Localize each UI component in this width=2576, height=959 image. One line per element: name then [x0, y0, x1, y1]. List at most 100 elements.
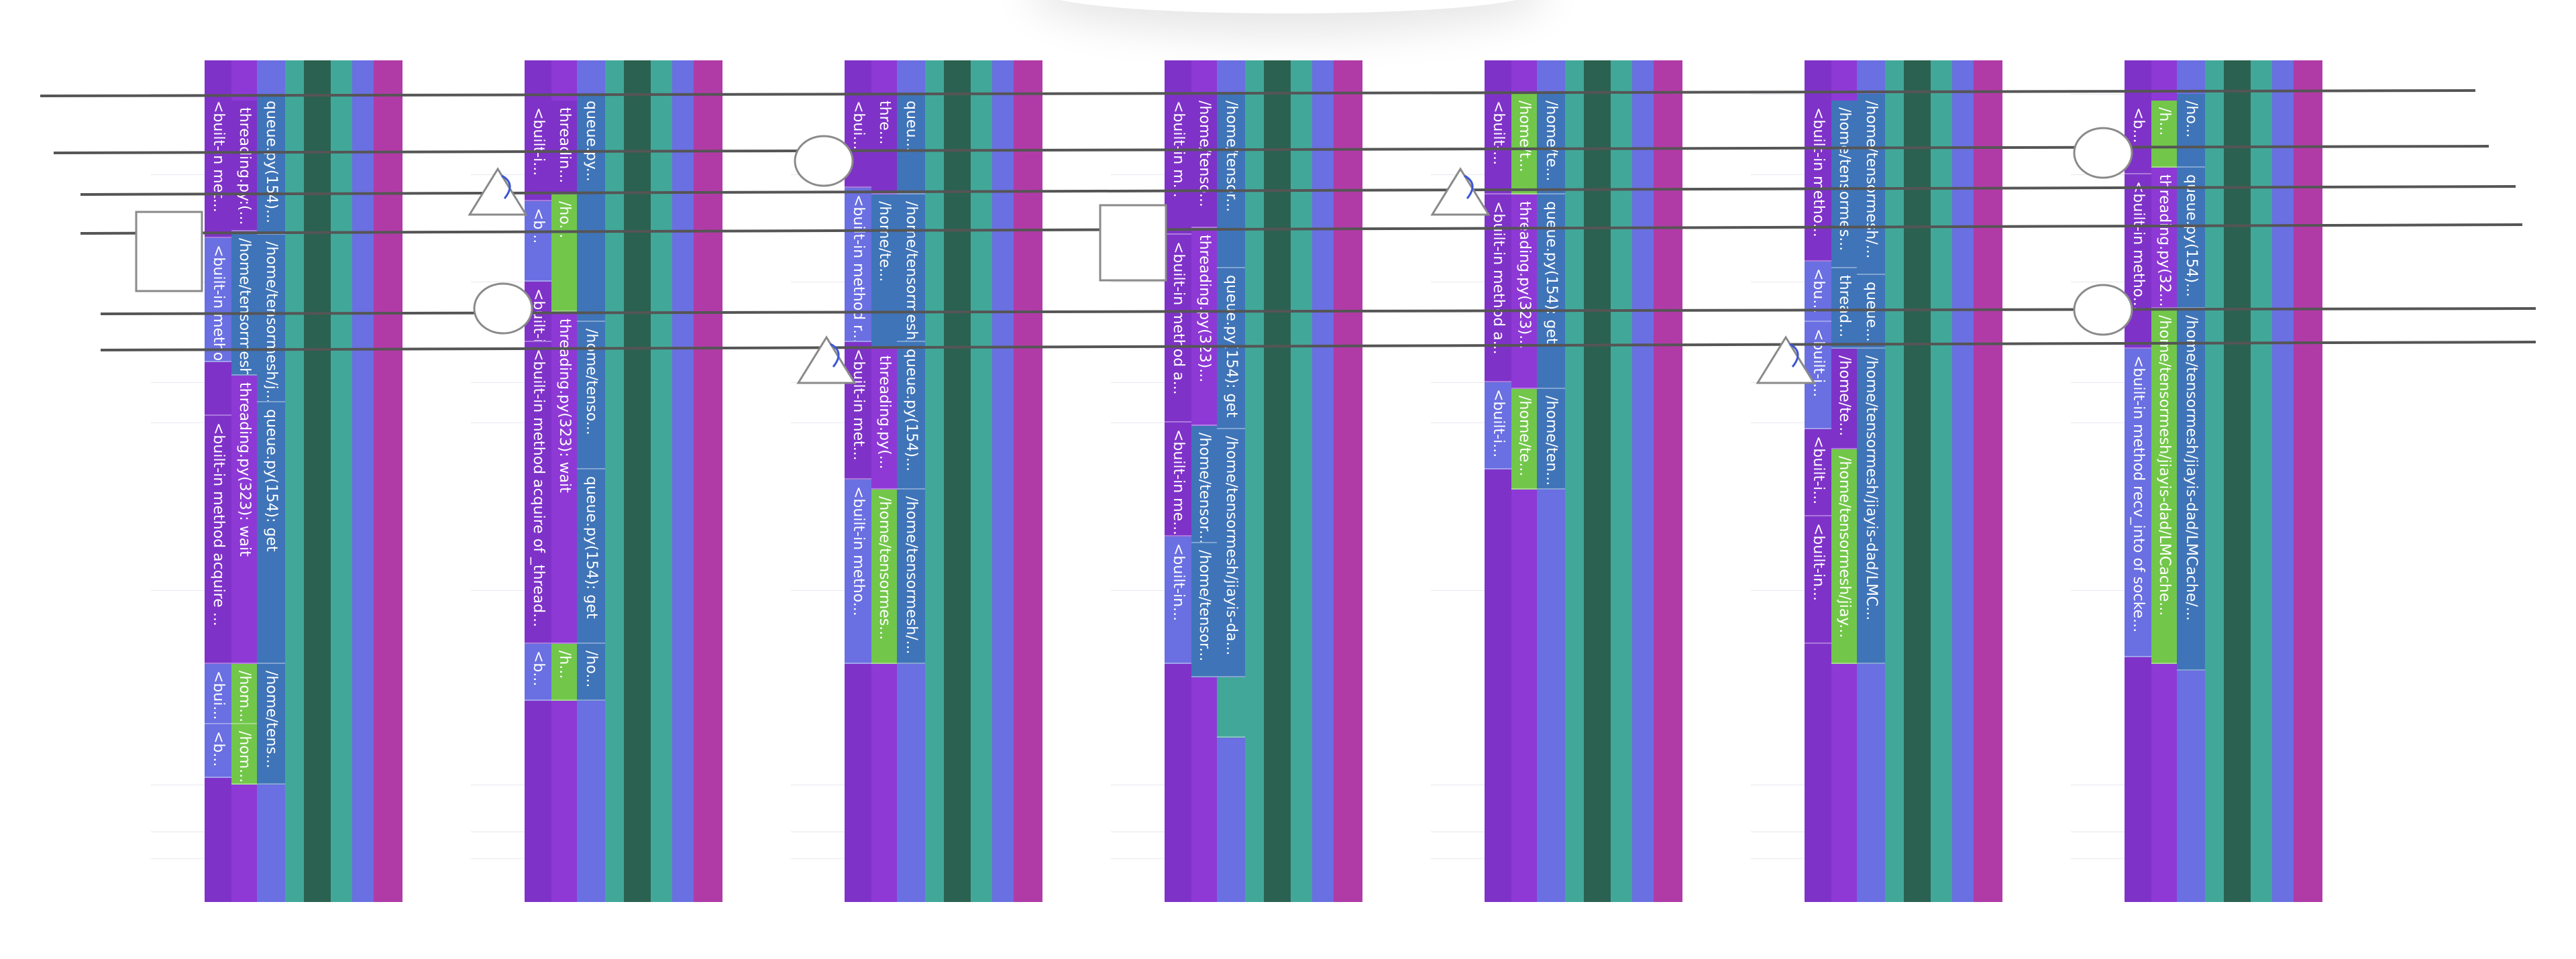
stack-frame[interactable]: /home/tensormesh/... — [231, 231, 257, 376]
guide-line — [1431, 422, 1491, 423]
stack-frame[interactable]: <built-in method r... — [845, 188, 871, 342]
stack-frame[interactable]: /ho... — [551, 194, 577, 312]
stack-frame[interactable]: /h... — [2151, 101, 2177, 168]
triangle-highlight — [1789, 343, 1799, 368]
stack-frame[interactable]: /home/tenso... — [577, 322, 605, 469]
stack-frame[interactable]: /home/ten... — [1537, 389, 1565, 490]
stack-frame[interactable]: <b... — [525, 644, 551, 701]
frame-stripe — [2272, 60, 2294, 902]
stack-frame[interactable]: /hom... — [231, 664, 257, 724]
stack-frame[interactable]: <built-in method ... — [205, 238, 231, 362]
stack-frame[interactable] — [1217, 677, 1245, 738]
frame-stripe — [651, 60, 672, 902]
stack-frame[interactable]: /hom... — [231, 724, 257, 785]
stack-frame[interactable]: queue.py(154): get — [1217, 268, 1245, 429]
stack-frame[interactable]: /home/tensormesh/jiay... — [1831, 449, 1857, 664]
stack-frame[interactable]: queu... — [897, 94, 925, 194]
guide-line — [151, 422, 211, 423]
stack-frame[interactable]: <built-i... — [1485, 382, 1511, 469]
stack-frame[interactable]: threading.py(323): wait — [231, 376, 257, 664]
stack-frame[interactable]: /home/tensormesh/jiayis-dad/LMCache... — [2151, 308, 2177, 664]
frame-stripe — [2205, 60, 2224, 902]
stack-frame[interactable]: threadin... — [551, 101, 577, 194]
stack-frame[interactable]: /home/tens... — [257, 664, 285, 785]
stack-frame[interactable]: /home/te... — [1511, 389, 1537, 490]
stack-frame[interactable]: /home/tensormesh/jiayis-dad/LMC... — [1857, 349, 1885, 664]
stack-frame[interactable]: <bu... — [1805, 262, 1831, 322]
stack-frame[interactable]: threading.py(... — [871, 349, 897, 490]
stack-frame[interactable]: /home/tensormesh/jiayis-dad/LMCache/... — [2177, 308, 2205, 671]
stack-frame[interactable]: /home/tensormesh/... — [1857, 94, 1885, 275]
stack-frame[interactable]: /home/te... — [1831, 349, 1857, 449]
stack-frame[interactable]: <built-in... — [1805, 516, 1831, 644]
guide-line — [1431, 590, 1491, 591]
frame-stripe — [1312, 60, 1334, 902]
stack-frame[interactable]: <built-in metho... — [845, 480, 871, 664]
stack-frame[interactable]: /home/tensormes... — [1831, 101, 1857, 268]
stack-frame[interactable]: /home/tensormesh/... — [897, 490, 925, 664]
stack-frame[interactable]: /h... — [551, 644, 577, 701]
stack-frame[interactable]: <built-in met... — [205, 94, 231, 238]
connector-line — [80, 223, 2523, 235]
stack-frame[interactable]: /home/tensormesh/j... — [257, 235, 285, 402]
stack-frame[interactable]: <bui... — [205, 664, 231, 724]
stack-frame[interactable]: /home/tensormesh/j... — [897, 194, 925, 342]
stack-frame[interactable]: queue.py(154): get — [577, 469, 605, 644]
stack-frame[interactable]: /home/tensor... — [1191, 426, 1217, 543]
stack-frame[interactable]: /home/tensormesh/jiayis-da... — [1217, 429, 1245, 677]
stack-frame[interactable]: threading.py(323)... — [1191, 228, 1217, 426]
stack-frame[interactable]: /home/tensor... — [1191, 543, 1217, 677]
stack-frame[interactable] — [205, 362, 231, 416]
thread-column-4: <built-in m...<built-in method a...<buil… — [1165, 0, 1362, 959]
stack-frame[interactable]: <built-in method recv_into of socke... — [2125, 349, 2151, 657]
stack-frame[interactable]: /home/te... — [871, 194, 897, 349]
frame-stripe — [944, 60, 971, 902]
stack-frame[interactable]: <built-in me... — [1165, 422, 1191, 537]
guide-line — [151, 94, 211, 95]
stack-frame[interactable]: <built-... — [1485, 94, 1511, 194]
stack-frame[interactable]: queue.py... — [577, 94, 605, 322]
stack-frame[interactable]: <b... — [525, 201, 551, 282]
stack-frame[interactable]: /ho... — [2177, 94, 2205, 168]
stack-frame[interactable]: <built-in method acquire ... — [205, 416, 231, 664]
stack-frame[interactable]: threading.py:(... — [231, 101, 257, 231]
thread-column-6: <built-in metho...<bu... <built-i...<buil… — [1805, 0, 2002, 959]
stack-frame[interactable]: <built-i... — [1805, 429, 1831, 516]
stack-frame[interactable]: /home/te... — [1537, 94, 1565, 194]
connector-line — [80, 185, 2516, 196]
stack-frame[interactable]: /ho... — [577, 644, 605, 701]
stack-frame[interactable]: queue... — [1857, 275, 1885, 349]
stack-frame[interactable]: <built-in... — [1165, 537, 1191, 664]
stack-frame[interactable]: <built-in method acquire of _thread... — [525, 342, 551, 644]
frame-stripe — [605, 60, 624, 902]
stack-frame[interactable]: queue.py(154): get — [257, 402, 285, 664]
stack-frame[interactable]: <built-in met... — [845, 342, 871, 480]
stack-frame[interactable]: <built-in m... — [1165, 94, 1191, 235]
stack-frame[interactable]: thre... — [871, 94, 897, 194]
thread-column-1: <built-in met...<built-in method ... <bui… — [205, 0, 402, 959]
guide-line — [471, 590, 531, 591]
frame-stripe — [1291, 60, 1312, 902]
frame-stripe — [1931, 60, 1952, 902]
stack-frame[interactable]: /home/tenso... — [1191, 94, 1217, 228]
stack-frame[interactable]: <built-in metho... — [1805, 101, 1831, 262]
stack-frame[interactable]: threading.py(323): wait — [551, 312, 577, 644]
stack-frame[interactable]: /home/tensormes... — [871, 490, 897, 664]
guide-line — [1431, 382, 1491, 383]
stack-frame[interactable]: queue.py(154)... — [257, 94, 285, 235]
stack-frame[interactable]: /home/t... — [1511, 94, 1537, 194]
stack-frame[interactable]: queue.py(154)... — [2177, 168, 2205, 308]
stack-frame[interactable]: <built-in method a... — [1485, 194, 1511, 382]
stack-frame[interactable]: threading.py(32... — [2151, 168, 2177, 308]
stack-frame[interactable]: queue.py(154)... — [897, 342, 925, 490]
guide-line — [791, 858, 851, 859]
frame-stripe — [1611, 60, 1632, 902]
stack-frame[interactable]: <built-in method a... — [1165, 235, 1191, 422]
guide-line — [151, 174, 211, 175]
stack-frame[interactable]: <b... — [205, 724, 231, 778]
stack-frame[interactable]: /home/tensor... — [1217, 94, 1245, 268]
stack-frame[interactable]: thread... — [1831, 268, 1857, 349]
circle-marker — [2073, 284, 2133, 336]
triangle-marker — [468, 167, 528, 216]
guide-line — [471, 422, 531, 423]
